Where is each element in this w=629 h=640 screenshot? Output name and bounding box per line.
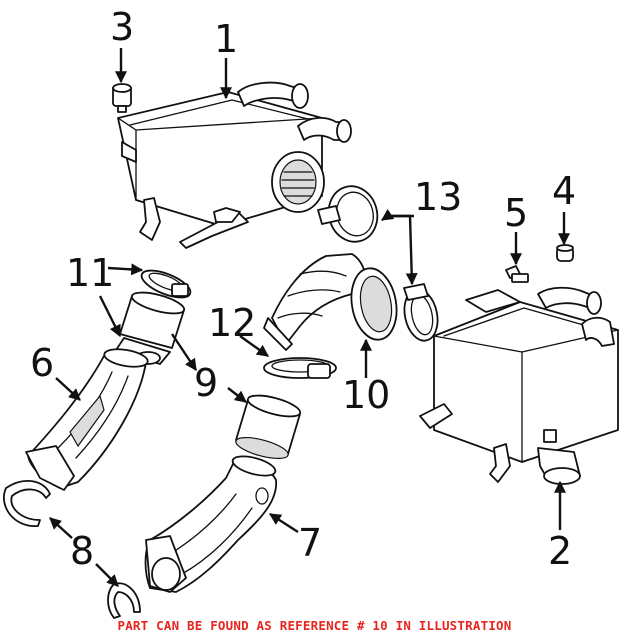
hose-clamp-right bbox=[403, 283, 439, 342]
callout-1: 1 bbox=[214, 17, 238, 61]
bolt bbox=[505, 265, 529, 283]
bushing-right bbox=[556, 244, 574, 262]
callout-7: 7 bbox=[298, 521, 322, 565]
hose-clamp-upper bbox=[317, 185, 379, 243]
intercooler-right bbox=[419, 286, 619, 485]
air-duct-elbow bbox=[263, 253, 398, 351]
hose-clamp-left bbox=[140, 269, 192, 299]
bushing-top bbox=[112, 83, 132, 113]
retaining-clip-upper bbox=[3, 480, 51, 527]
callout-3: 3 bbox=[110, 5, 134, 49]
callout-11: 11 bbox=[66, 251, 114, 295]
callout-12: 12 bbox=[208, 301, 256, 345]
callout-4: 4 bbox=[552, 169, 576, 213]
intake-duct-left bbox=[25, 348, 149, 491]
coupler-sleeve-lower bbox=[235, 394, 302, 460]
callout-10: 10 bbox=[342, 373, 390, 417]
leader-lines bbox=[49, 48, 570, 587]
callout-9: 9 bbox=[194, 361, 218, 405]
callout-2: 2 bbox=[548, 529, 572, 573]
intercooler-left bbox=[117, 81, 352, 249]
callout-8: 8 bbox=[70, 529, 94, 573]
hose-clamp-lower bbox=[263, 357, 337, 379]
reference-note: PART CAN BE FOUND AS REFERENCE # 10 IN I… bbox=[117, 618, 512, 633]
callout-13: 13 bbox=[414, 175, 462, 219]
callout-6: 6 bbox=[30, 341, 54, 385]
intake-duct-lower bbox=[144, 455, 277, 593]
retaining-clip-lower bbox=[107, 582, 141, 619]
callout-5: 5 bbox=[504, 191, 528, 235]
